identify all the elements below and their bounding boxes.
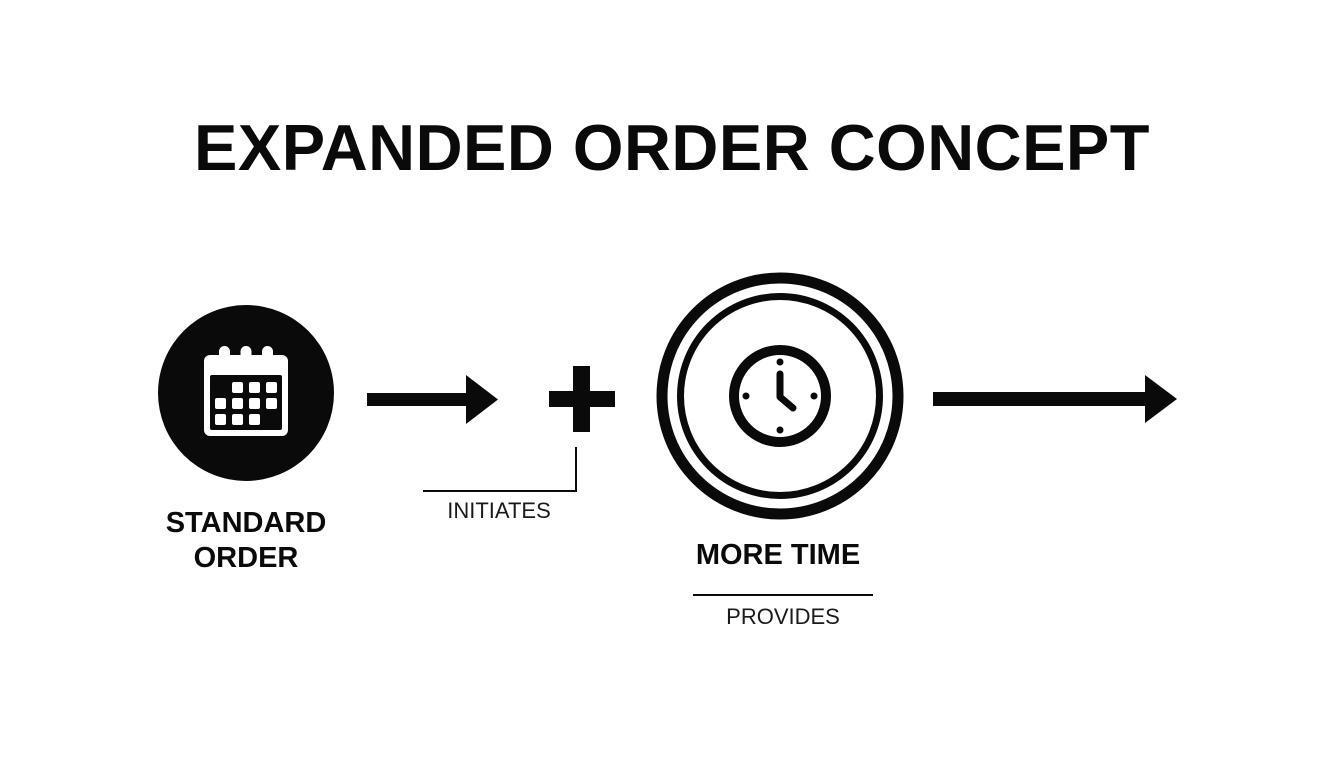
provides-label: PROVIDES [726,604,840,629]
calendar-icon [204,346,288,436]
arrow-right-icon [367,375,498,424]
standard-order-label-line2: ORDER [193,542,299,574]
initiates-label: INITIATES [447,498,551,523]
clock-icon [729,345,831,447]
standard-order-node [158,305,334,481]
diagram-title: EXPANDED ORDER CONCEPT [193,111,1150,184]
inner-ring [677,293,883,499]
more-time-node [656,272,904,520]
standard-order-label-line1: STANDARD [165,507,327,539]
plus-icon [549,366,615,432]
more-time-label: MORE TIME [695,539,861,571]
arrow-right-icon [933,375,1177,423]
initiates-bracket [423,447,577,492]
outer-ring [656,272,904,520]
